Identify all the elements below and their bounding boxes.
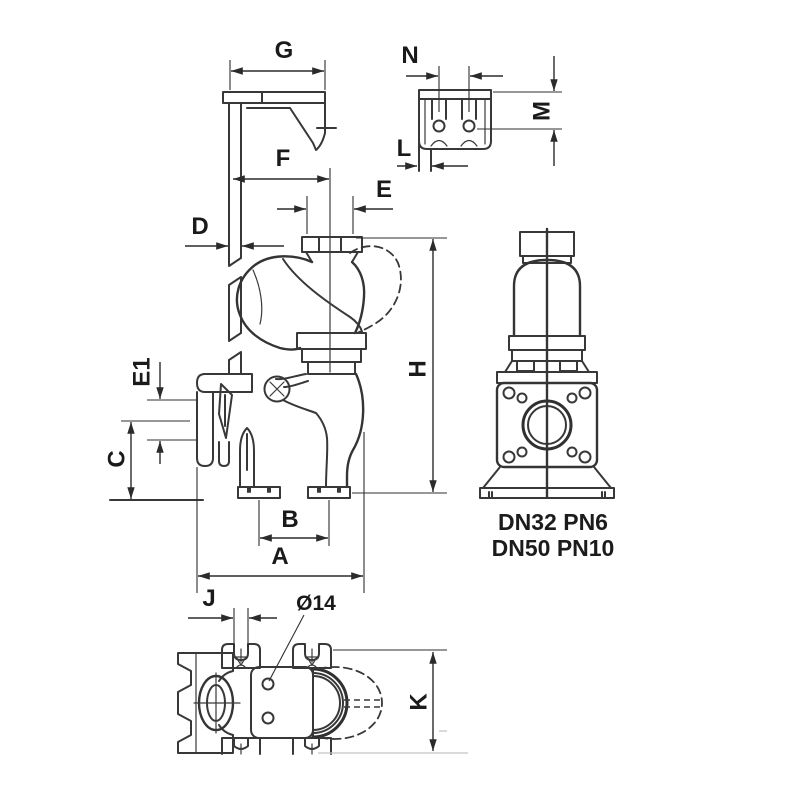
collar-band-1 (296, 332, 367, 350)
dim-label-h: H (405, 360, 432, 377)
flange-top-bar (496, 371, 598, 384)
hole-diameter-label: Ø14 (296, 592, 336, 615)
alt-port-dashed (317, 666, 383, 740)
dim-label-j: J (202, 585, 215, 612)
plate-hole-bottom (261, 711, 275, 725)
side-collar-skirt (504, 360, 590, 373)
fork-glyph-top-left (234, 648, 248, 669)
hook-bracket-plate (196, 373, 253, 393)
fork-foot-bottom-left (221, 737, 261, 755)
elbow-screw (263, 375, 291, 403)
clamp-inner-walls (424, 98, 486, 145)
side-view: DN32 PN6 DN50 PN10 (479, 227, 615, 561)
dim-label-n: N (401, 42, 418, 69)
dim-label-f: F (276, 145, 291, 172)
discharge-port-inner (312, 675, 341, 731)
clamp-keyhole-left (432, 119, 446, 133)
bottom-view: J Ø14 K (177, 585, 468, 755)
flange-corner-hole-4 (578, 450, 592, 464)
bracket-tab (218, 441, 230, 467)
union-nut (301, 236, 363, 253)
collar-band-3 (307, 361, 356, 375)
outlet-outer-curve (345, 372, 365, 489)
wall-rail (228, 102, 242, 375)
flange-bolt-hole-1 (516, 392, 528, 404)
alternate-position-dashed (349, 245, 402, 334)
hole-diameter-leader (268, 614, 305, 682)
clamp-body (418, 89, 492, 150)
screw-cross-icon (269, 381, 285, 397)
outlet-inner-curve (282, 399, 329, 488)
fork-foot-bottom-right (292, 737, 332, 755)
dim-label-b: B (281, 506, 298, 533)
front-foot-spike (239, 427, 255, 488)
flange-bolt-hole-3 (516, 446, 528, 458)
bottom-plate (250, 666, 314, 739)
elbow-upper (275, 373, 309, 388)
dim-label-d: D (191, 213, 208, 240)
fork-glyph-top-right (305, 648, 319, 669)
foot-pad-right (307, 486, 351, 499)
dim-label-l: L (397, 135, 412, 162)
side-nut-step (522, 255, 572, 264)
oval-centerlines (193, 672, 241, 734)
alt-port-dashed-centers (344, 699, 380, 708)
flange-corner-hole-2 (578, 386, 592, 400)
clamp-arches (430, 139, 478, 147)
dim-label-k: K (406, 693, 433, 711)
side-union-nut (519, 231, 575, 257)
discharge-port-outer (311, 667, 349, 739)
flange-variant-2: DN50 PN10 (492, 535, 615, 561)
gusset-hook (246, 102, 337, 151)
clamp-leg (418, 142, 432, 172)
clamp-detail-view: N M L (397, 42, 562, 172)
flange-corner-hole-1 (502, 386, 516, 400)
volute-outline (235, 255, 314, 351)
dim-label-e: E (376, 176, 392, 203)
dim-label-m: M (529, 101, 556, 121)
clamp-keyhole-right (462, 119, 476, 133)
flange-corner-hole-3 (502, 450, 516, 464)
volute-inner-curve (282, 258, 363, 333)
plate-hole-top (261, 677, 275, 691)
dim-label-c: C (104, 450, 131, 467)
collar-band-2 (301, 348, 362, 363)
flange-bolt-hole-4 (566, 446, 578, 458)
front-view (196, 91, 402, 499)
front-view-dimensions: G F E D E1 C H B A (104, 37, 447, 593)
flange-variant-1: DN32 PN6 (498, 509, 608, 535)
bottom-bracket-outline (177, 652, 234, 754)
flange-bolt-hole-2 (566, 392, 578, 404)
clamp-slot-right (461, 98, 477, 120)
bottom-bracket-fillets (218, 670, 234, 736)
dim-label-g: G (275, 37, 294, 64)
clamp-slot-left (431, 98, 447, 120)
side-base-foot (479, 466, 615, 499)
hook-bracket-arm (196, 391, 214, 467)
foot-pad-left (237, 486, 281, 499)
discharge-port-mid (312, 672, 344, 734)
volute-right-edge (350, 260, 366, 335)
dim-label-e1: E1 (129, 357, 156, 386)
dim-label-a: A (271, 543, 288, 570)
volute-inner-left (252, 269, 263, 325)
rail-hook-tip (218, 383, 233, 439)
top-plate (222, 91, 326, 104)
